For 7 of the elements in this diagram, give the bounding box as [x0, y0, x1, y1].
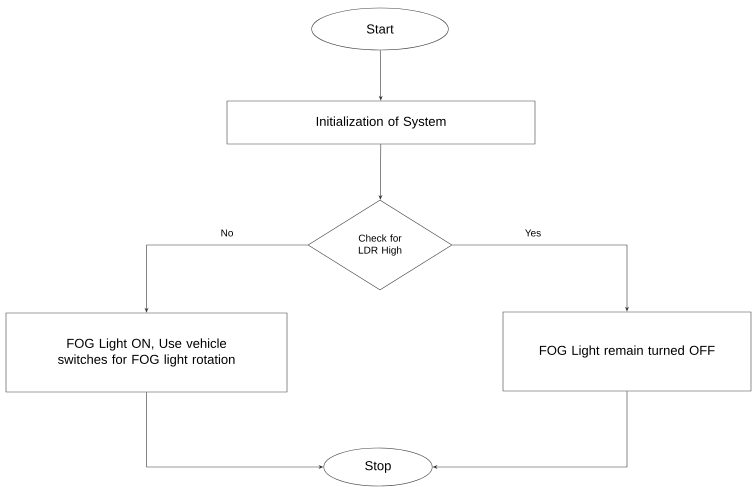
terminal-oval: Start	[311, 8, 449, 50]
process-box: FOG Light remain turned OFF	[502, 312, 752, 392]
terminal-oval: Stop	[324, 448, 433, 486]
edge-label: No	[221, 230, 233, 236]
process-box: Initialization of System	[226, 100, 536, 144]
process-box: FOG Light ON, Use vehicle switches for FOG light rotation	[6, 312, 288, 392]
edge-label: Yes	[525, 230, 541, 236]
